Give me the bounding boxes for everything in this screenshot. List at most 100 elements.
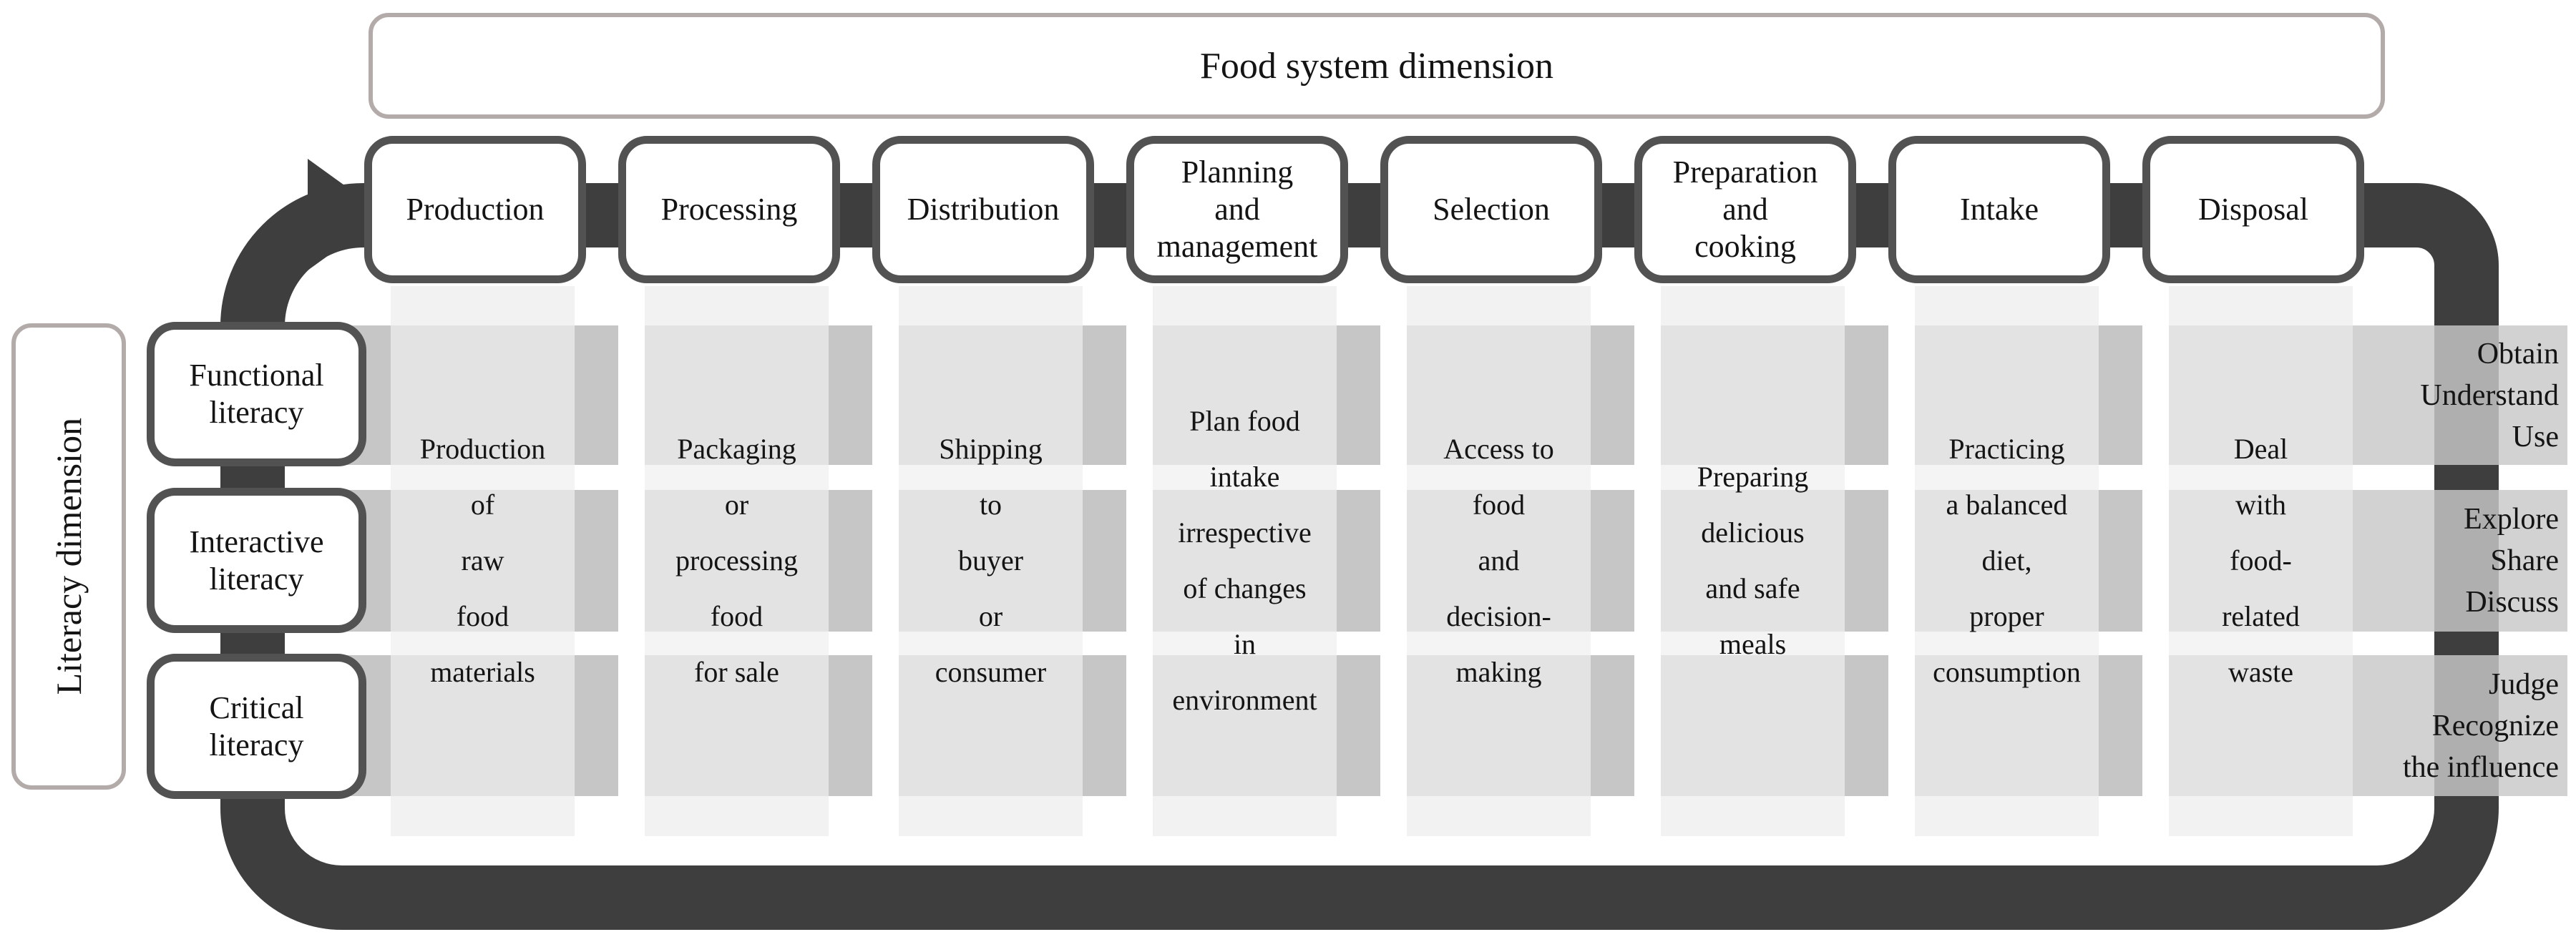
header-node-planning-and-management: Planning and management <box>1126 136 1348 283</box>
column-bg-selection <box>1407 286 1591 836</box>
cell-line: to <box>979 489 1002 521</box>
cell-line: decision- <box>1446 600 1551 632</box>
cell-line: buyer <box>957 544 1024 577</box>
column-separator-preparation-and-cooking <box>1845 325 1888 796</box>
cell-line: Production <box>419 433 546 465</box>
header-label-preparation-and-cooking: Preparation and cooking <box>1672 154 1818 264</box>
column-text-production: Production of raw food materials <box>391 325 575 796</box>
header-node-intake: Intake <box>1888 136 2110 283</box>
cell-line: with <box>2235 489 2287 521</box>
cell-line: food <box>1472 489 1526 521</box>
cell-line: making <box>1455 656 1542 688</box>
header-label-planning-and-management: Planning and management <box>1156 154 1318 264</box>
column-text-selection: Access to food and decision-making <box>1407 325 1591 796</box>
column-separator-processing <box>829 325 872 796</box>
cell-line: consumption <box>1933 656 2081 688</box>
literacy-node-label: Critical literacy <box>209 690 304 762</box>
cell-line: materials <box>430 656 535 688</box>
cell-line: or <box>724 489 749 521</box>
cell-line: consumer <box>935 656 1047 688</box>
action-line: Judge <box>2489 667 2559 701</box>
action-line: the influence <box>2402 750 2559 784</box>
cell-line: processing <box>675 544 799 577</box>
cell-line: Plan food <box>1189 405 1300 437</box>
column-bg-disposal <box>2169 286 2353 836</box>
cell-line: irrespective <box>1178 516 1312 549</box>
column-separator-production <box>575 325 618 796</box>
cell-line: for sale <box>694 656 779 688</box>
header-label-selection: Selection <box>1433 192 1550 227</box>
cell-line: diet, <box>1981 544 2032 577</box>
cell-line: of <box>470 489 495 521</box>
cell-line: food- <box>2230 544 2292 577</box>
cell-line: intake <box>1209 461 1280 493</box>
cell-line: in <box>1233 628 1257 660</box>
column-bg-preparation-and-cooking <box>1661 286 1845 836</box>
literacy-node-functional: Functional literacy <box>147 322 366 466</box>
column-text-planning-and-management: Plan food intake irrespective of changes in e… <box>1153 325 1337 796</box>
column-text-processing: Packaging or processing food for sale <box>645 325 829 796</box>
action-line: Understand <box>2420 378 2559 412</box>
cell-line: environment <box>1172 684 1317 716</box>
cell-line: and safe <box>1705 572 1800 604</box>
action-line: Recognize <box>2431 709 2559 742</box>
action-line: Share <box>2490 544 2559 577</box>
food-system-dimension-title-box: Food system dimension <box>369 13 2385 119</box>
cell-line: meals <box>1719 628 1787 660</box>
literacy-axis-label: Literacy dimension <box>49 418 89 695</box>
header-node-disposal: Disposal <box>2142 136 2364 283</box>
literacy-node-label: Functional literacy <box>189 358 324 430</box>
cell-line: of changes <box>1183 572 1307 604</box>
column-text-distribution: Shipping to buyer or consumer <box>899 325 1083 796</box>
cell-line: Deal <box>2233 433 2288 465</box>
header-label-processing: Processing <box>660 192 798 227</box>
column-separator-selection <box>1591 325 1634 796</box>
cell-line: waste <box>2228 656 2294 688</box>
cell-line: Packaging <box>677 433 796 465</box>
action-line: Discuss <box>2465 586 2559 619</box>
column-bg-intake <box>1915 286 2099 836</box>
action-line: Obtain <box>2477 337 2559 371</box>
cell-line: food <box>710 600 763 632</box>
cell-line: a balanced <box>1946 489 2068 521</box>
cell-line: Preparing <box>1697 461 1809 493</box>
column-separator-intake <box>2099 325 2142 796</box>
action-line: Use <box>2512 420 2559 453</box>
cell-line: Access to <box>1443 433 1554 465</box>
literacy-dimension-axis-box: Literacy dimension <box>11 323 126 790</box>
cell-line: food <box>456 600 509 632</box>
header-label-disposal: Disposal <box>2198 192 2308 227</box>
column-text-intake: Practicing a balanced diet, proper consumpti… <box>1915 325 2099 796</box>
header-node-production: Production <box>364 136 586 283</box>
literacy-node-critical: Critical literacy <box>147 654 366 799</box>
header-node-distribution: Distribution <box>872 136 1094 283</box>
header-node-selection: Selection <box>1380 136 1602 283</box>
cell-line: proper <box>1969 600 2044 632</box>
header-label-intake: Intake <box>1960 192 2039 227</box>
column-separator-planning-and-management <box>1337 325 1380 796</box>
column-separator-distribution <box>1083 325 1126 796</box>
column-bg-distribution <box>899 286 1083 836</box>
cell-line: raw <box>461 544 504 577</box>
column-bg-planning-and-management <box>1153 286 1337 836</box>
cell-line: or <box>978 600 1003 632</box>
column-bg-production <box>391 286 575 836</box>
header-node-processing: Processing <box>618 136 840 283</box>
action-line: Explore <box>2464 503 2559 536</box>
header-label-production: Production <box>406 192 545 227</box>
cell-line: Practicing <box>1948 433 2065 465</box>
header-label-distribution: Distribution <box>907 192 1060 227</box>
cell-line: Shipping <box>939 433 1043 465</box>
literacy-node-interactive: Interactive literacy <box>147 488 366 633</box>
header-node-preparation-and-cooking: Preparation and cooking <box>1634 136 1856 283</box>
literacy-node-label: Interactive literacy <box>189 524 324 597</box>
page-title: Food system dimension <box>1199 45 1554 87</box>
column-bg-processing <box>645 286 829 836</box>
cell-line: and <box>1478 544 1520 577</box>
